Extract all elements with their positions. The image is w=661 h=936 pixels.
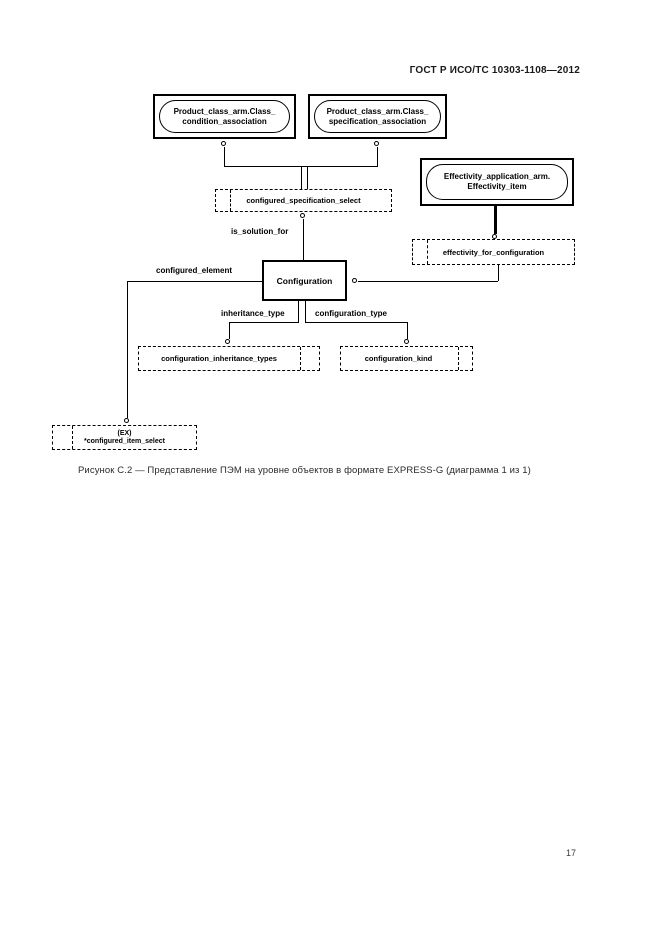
- defined-type-configuration-kind: configuration_kind: [340, 346, 473, 371]
- entity-label: Configuration: [276, 275, 333, 286]
- connector-circle: [225, 339, 230, 344]
- connector-segment: [301, 166, 302, 189]
- connector-segment: [229, 322, 230, 339]
- connector-segment: [305, 301, 306, 322]
- figure-caption: Рисунок С.2 — Представление ПЭМ на уровн…: [78, 465, 531, 476]
- select-type-divider: [72, 426, 73, 449]
- select-type-label: configured_specification_select: [246, 196, 361, 205]
- entity-label-line2: specification_association: [328, 116, 427, 126]
- entity-label-line1: Product_class_arm.Class_: [326, 106, 429, 116]
- connector-segment: [229, 322, 299, 323]
- relation-label-configured-element: configured_element: [156, 266, 233, 275]
- defined-type-divider: [458, 347, 459, 370]
- select-type-label-line2: *configured_item_select: [84, 437, 165, 445]
- connector-circle: [352, 278, 357, 283]
- select-type-effectivity-for-configuration: effectivity_for_configuration: [412, 239, 575, 265]
- connector-segment: [358, 281, 498, 282]
- connector-segment-configured-element: [127, 281, 262, 282]
- relation-label-configuration-type: configuration_type: [315, 309, 388, 318]
- connector-segment: [498, 265, 499, 281]
- defined-type-divider: [300, 347, 301, 370]
- entity-label-line2: condition_association: [182, 116, 267, 126]
- connector-segment: [305, 322, 408, 323]
- entity-class-specification-association: Product_class_arm.Class_ specification_a…: [308, 94, 447, 139]
- connector-circle: [404, 339, 409, 344]
- defined-type-label: configuration_inheritance_types: [161, 354, 277, 363]
- connector-segment: [224, 147, 225, 166]
- connector-segment: [377, 147, 378, 166]
- connector-segment-configured-element: [127, 281, 128, 418]
- entity-configuration: Configuration: [262, 260, 347, 301]
- relation-label-inheritance-type: inheritance_type: [221, 309, 285, 318]
- connector-segment-effectivity: [494, 206, 497, 234]
- defined-type-configuration-inheritance-types: configuration_inheritance_types: [138, 346, 320, 371]
- connector-segment: [307, 166, 308, 189]
- connector-segment: [298, 301, 299, 322]
- connector-circle: [300, 213, 305, 218]
- entity-effectivity-item: Effectivity_application_arm. Effectivity…: [420, 158, 574, 206]
- connector-segment: [407, 322, 408, 339]
- connector-segment-is-solution-for: [303, 219, 304, 260]
- entity-label-line1: Product_class_arm.Class_: [173, 106, 276, 116]
- select-type-configured-specification-select: configured_specification_select: [215, 189, 392, 212]
- page-header: ГОСТ Р ИСО/ТС 10303-1108—2012: [409, 65, 580, 76]
- select-type-divider: [427, 240, 428, 264]
- defined-type-label: configuration_kind: [364, 354, 433, 363]
- select-type-label-line1: (EX): [117, 429, 132, 437]
- page-number: 17: [566, 848, 577, 858]
- select-type-configured-item-select: (EX) *configured_item_select: [52, 425, 197, 450]
- entity-rounded-frame: Effectivity_application_arm. Effectivity…: [426, 164, 568, 200]
- entity-label-line2: Effectivity_item: [467, 182, 527, 191]
- relation-label-is-solution-for: is_solution_for: [231, 227, 289, 236]
- entity-label-line1: Effectivity_application_arm.: [443, 172, 551, 181]
- connector-circle: [492, 234, 497, 239]
- select-type-label: effectivity_for_configuration: [442, 247, 545, 257]
- entity-class-condition-association: Product_class_arm.Class_ condition_assoc…: [153, 94, 296, 139]
- connector-circle: [124, 418, 129, 423]
- select-type-divider: [230, 190, 231, 211]
- connector-circle: [221, 141, 226, 146]
- entity-rounded-frame: Product_class_arm.Class_ specification_a…: [314, 100, 441, 133]
- connector-circle: [374, 141, 379, 146]
- entity-rounded-frame: Product_class_arm.Class_ condition_assoc…: [159, 100, 290, 133]
